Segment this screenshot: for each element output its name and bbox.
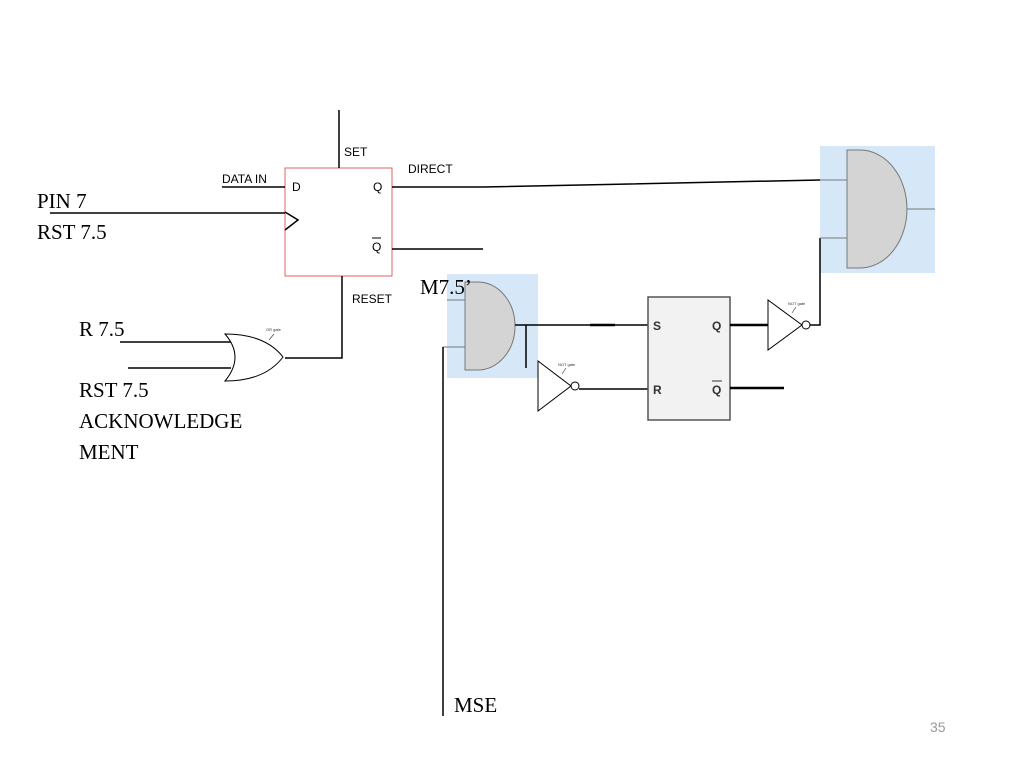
and-gate-mask-body xyxy=(464,281,516,371)
rst75-ack-label-line3: MENT xyxy=(79,440,139,464)
direct-wire xyxy=(392,179,821,188)
not-gate-reset-bubble xyxy=(570,381,580,391)
rst75-ack-label-line2: ACKNOWLEDGE xyxy=(79,409,242,433)
reset-wire xyxy=(285,276,343,359)
rst75-ack-label-line1: RST 7.5 xyxy=(79,378,149,402)
not-gate-q: NOT gate xyxy=(767,299,811,351)
or-gate-body xyxy=(223,333,284,382)
and-gate-output xyxy=(820,149,935,269)
not-gate-reset: NOT gate xyxy=(537,359,580,413)
pin7-label: PIN 7 xyxy=(37,189,87,213)
not-gate-q-caption: NOT gate xyxy=(788,301,806,306)
not-gate-reset-caption-arrow xyxy=(561,367,567,375)
sr-s-label: S xyxy=(653,319,661,333)
and-gate-output-body xyxy=(846,149,908,269)
or-gate: OR gate xyxy=(223,327,284,382)
clock-input-triangle xyxy=(284,211,300,231)
mse-label: MSE xyxy=(454,693,497,717)
sr-q-label: Q xyxy=(712,319,721,333)
not-gate-reset-body xyxy=(537,359,572,413)
d-flip-flop: D Q Q xyxy=(284,167,393,277)
page-number: 35 xyxy=(930,719,946,735)
reset-label: RESET xyxy=(352,292,393,306)
and-gate-mask xyxy=(443,281,516,371)
or-gate-caption-arrow xyxy=(268,333,275,341)
sr-r-label: R xyxy=(653,383,662,397)
not-gate-q-bubble xyxy=(801,320,811,330)
d-flip-flop-body xyxy=(284,167,393,277)
m75-label: M7.5’ xyxy=(420,275,472,299)
not-q-to-and-wire xyxy=(810,238,821,326)
d-input-label: D xyxy=(292,180,301,194)
not-gate-q-body xyxy=(767,299,803,351)
data-in-label: DATA IN xyxy=(222,172,267,186)
rst75-label: RST 7.5 xyxy=(37,220,107,244)
sr-latch: S R Q Q xyxy=(647,296,731,421)
qbar-output-label: Q xyxy=(372,240,381,254)
not-gate-q-caption-arrow xyxy=(791,306,797,314)
direct-label: DIRECT xyxy=(408,162,453,176)
or-gate-caption: OR gate xyxy=(266,327,282,332)
q-output-label: Q xyxy=(373,180,382,194)
sr-qbar-label: Q xyxy=(712,383,721,397)
r75-label: R 7.5 xyxy=(79,317,125,341)
not-gate-reset-caption: NOT gate xyxy=(558,362,576,367)
sr-latch-body xyxy=(647,296,731,421)
set-label: SET xyxy=(344,145,368,159)
